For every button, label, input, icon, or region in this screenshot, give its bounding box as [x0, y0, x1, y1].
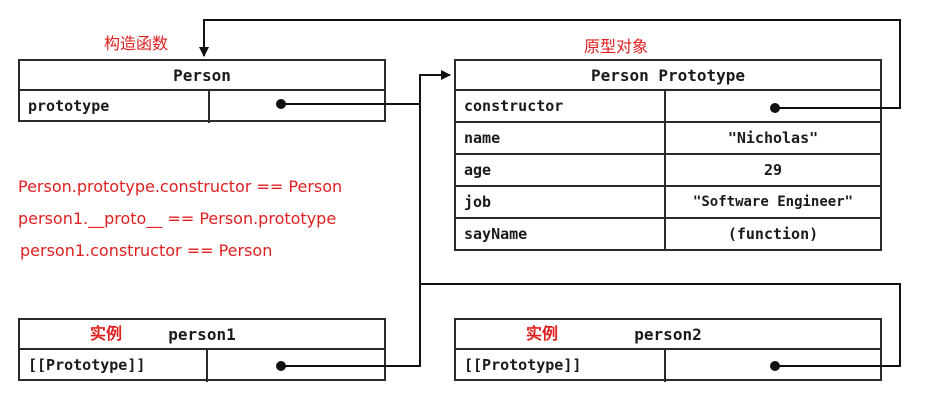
person1-prototype-row: [[Prototype]]	[20, 350, 384, 382]
person2-dot	[770, 361, 780, 371]
equation-constructor: Person.prototype.constructor == Person	[18, 177, 343, 196]
prototype-row-value: 29	[763, 161, 783, 179]
instance-label: 实例	[526, 324, 559, 343]
person2-prototype-key: [[Prototype]]	[456, 350, 666, 382]
prototype-row-name: name "Nicholas"	[456, 123, 880, 155]
person1-proto-pointer-line	[281, 104, 421, 367]
person2-box: 实例 person2 [[Prototype]]	[454, 318, 882, 382]
prototype-row-key: job	[456, 187, 666, 217]
person2-box-title: 实例 person2	[456, 320, 880, 350]
person-prototype-box-title: Person Prototype	[456, 61, 880, 91]
constructor-to-person-arrow	[199, 19, 901, 109]
person1-box-title: 实例 person1	[20, 320, 384, 350]
prototype-row-key: name	[456, 123, 666, 153]
prototype-row-value: "Software Engineer"	[692, 194, 854, 210]
person1-dot	[276, 361, 286, 371]
prototype-row-value: "Nicholas"	[727, 129, 819, 147]
prototype-row-value: (function)	[727, 225, 819, 243]
person1-box: 实例 person1 [[Prototype]]	[18, 318, 386, 382]
prototype-row-sayname: sayName (function)	[456, 219, 880, 251]
person-prototype-row: prototype	[20, 91, 384, 123]
equation-instance-constructor: person1.constructor == Person	[20, 241, 273, 260]
prototype-row-job: job "Software Engineer"	[456, 187, 880, 219]
prototype-row-age: age 29	[456, 155, 880, 187]
constructor-function-label: 构造函数	[104, 34, 169, 53]
prototype-row-key: constructor	[456, 91, 666, 121]
person2-proto-pointer-line	[420, 283, 901, 367]
person1-prototype-key: [[Prototype]]	[20, 350, 208, 382]
person-box-title: Person	[20, 61, 384, 91]
person1-title-text: person1	[168, 325, 236, 344]
person2-title-text: person2	[634, 325, 702, 344]
person2-prototype-row: [[Prototype]]	[456, 350, 880, 382]
prototype-row-key: sayName	[456, 219, 666, 251]
person-box: Person prototype	[18, 59, 386, 123]
prototype-to-prototype-object-arrow	[281, 70, 451, 105]
constructor-dot	[770, 103, 780, 113]
prototype-row-constructor: constructor	[456, 91, 880, 123]
person-prototype-dot	[276, 99, 286, 109]
prototype-row-key: age	[456, 155, 666, 185]
prototype-object-label: 原型对象	[584, 37, 649, 56]
person-prototype-box: Person Prototype constructor name "Nicho…	[454, 59, 882, 251]
instance-label: 实例	[90, 324, 123, 343]
equation-proto: person1.__proto__ == Person.prototype	[18, 209, 337, 228]
person-prototype-key: prototype	[20, 91, 210, 123]
